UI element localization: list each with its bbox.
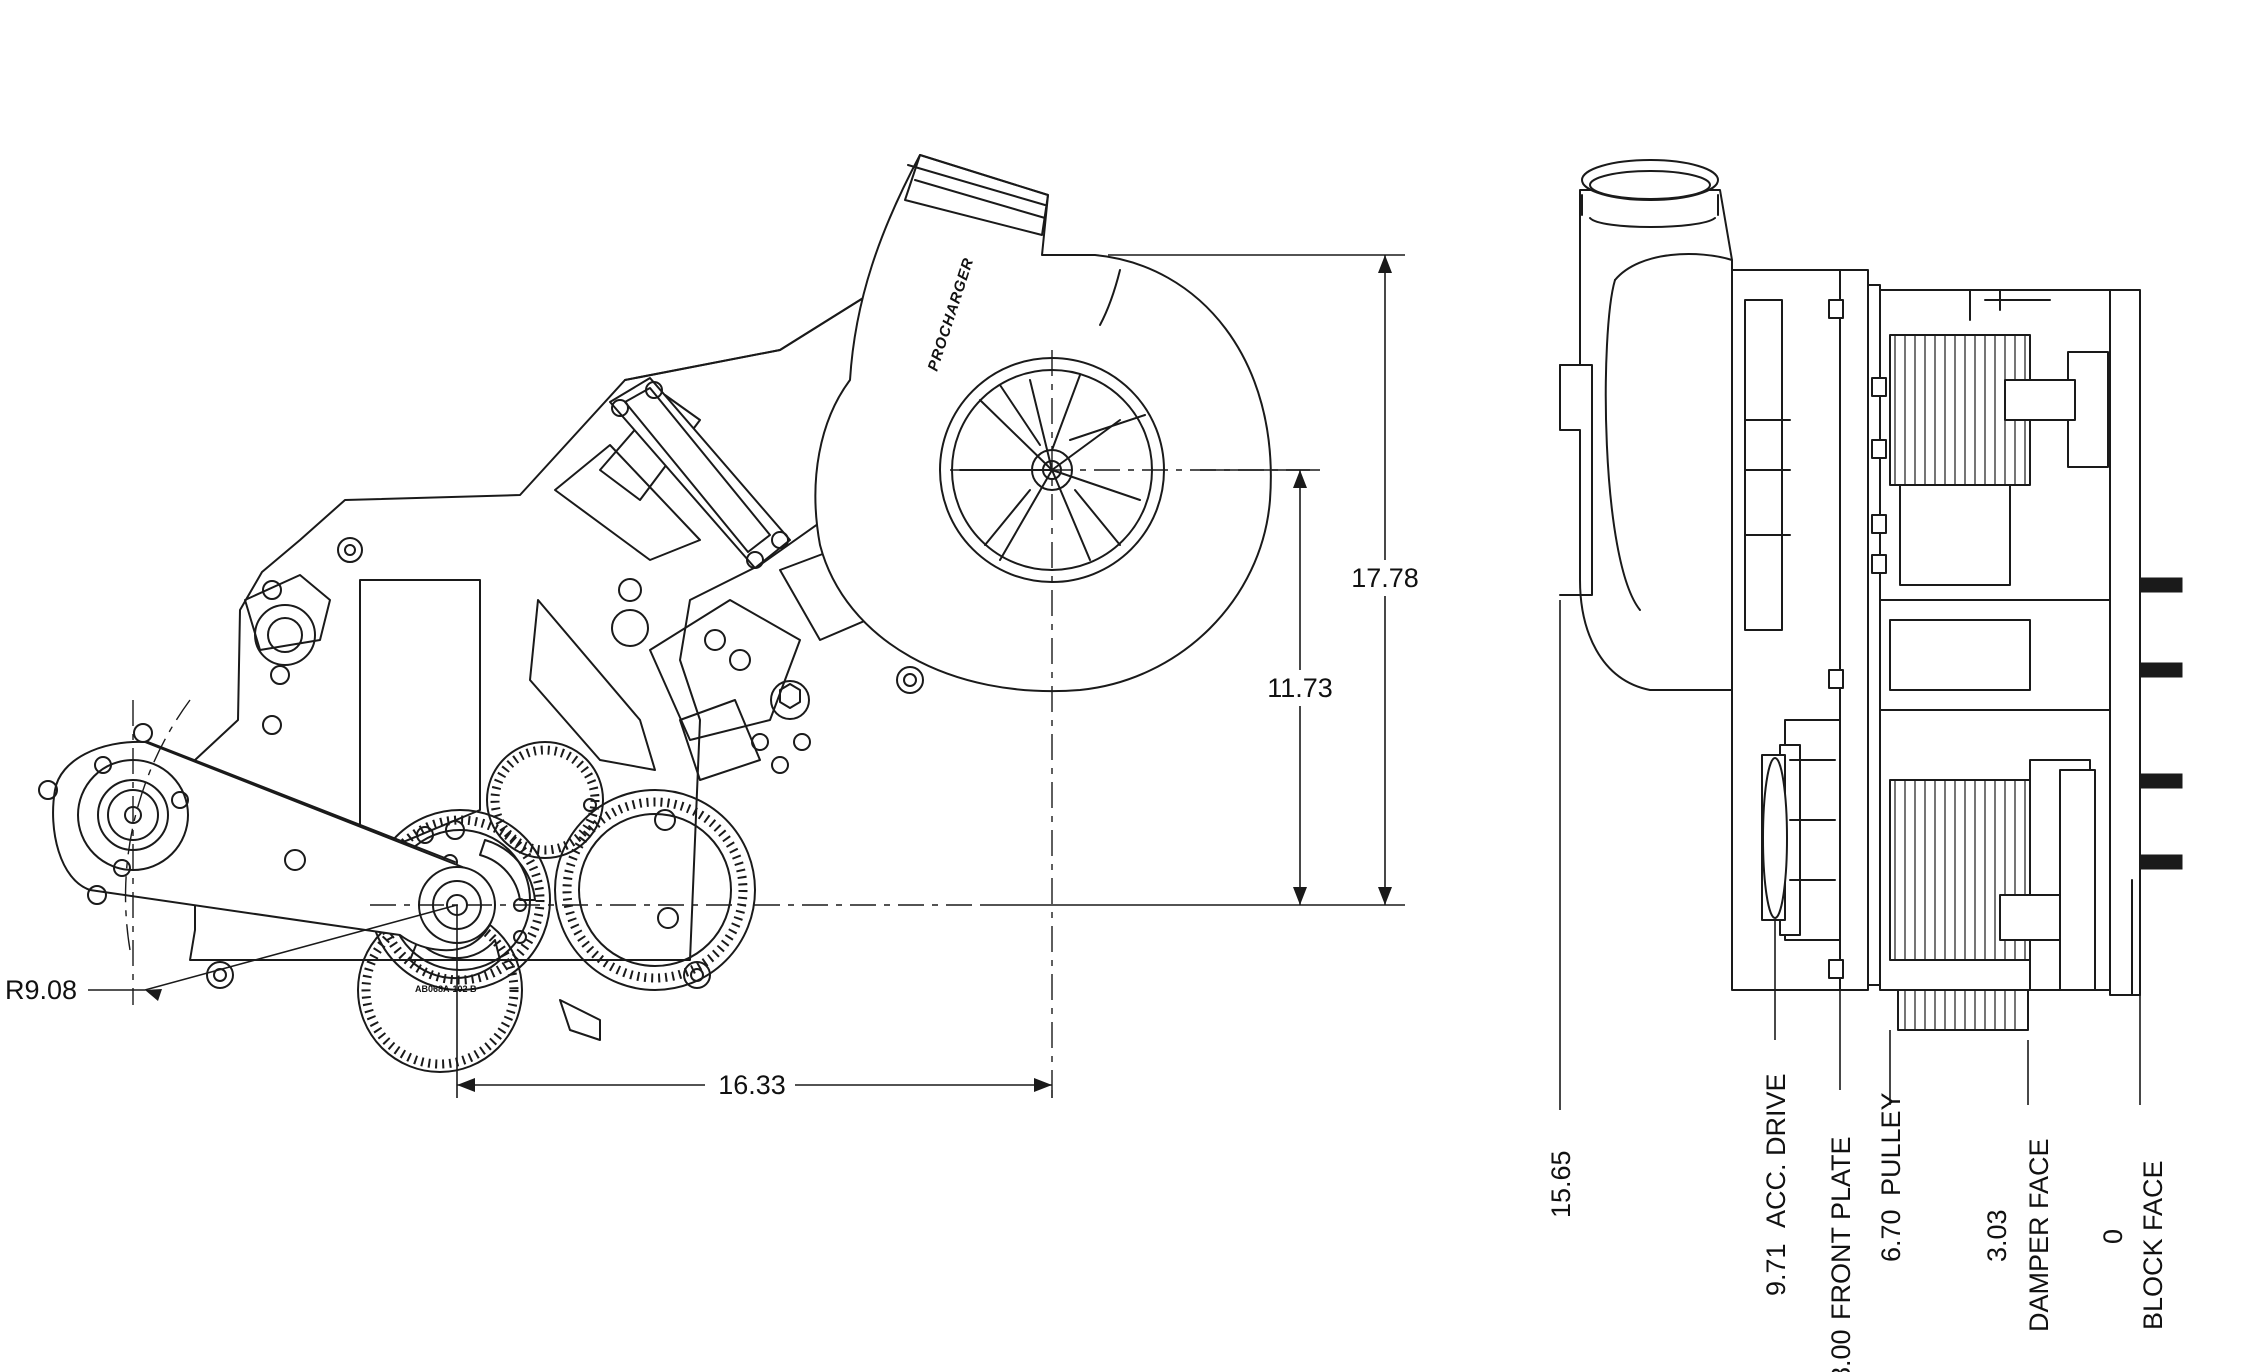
callout-pulley: 6.70 PULLEY — [1876, 1092, 1906, 1262]
svg-text:BLOCK FACE: BLOCK FACE — [2138, 1160, 2168, 1330]
side-view: 15.65 9.71 ACC. DRIVE 8.00 FRONT PLATE 6… — [1546, 159, 2183, 1372]
svg-text:R9.08: R9.08 — [5, 975, 77, 1005]
mount-cover — [649, 599, 801, 741]
svg-text:6.70: 6.70 — [1876, 1209, 1906, 1262]
tensioner-arc — [409, 939, 501, 980]
front-view: PROCHARGER 17.78 — [5, 154, 1425, 1102]
block-face-plate — [2109, 289, 2141, 996]
accessory-drive — [1761, 719, 1841, 941]
svg-text:DAMPER FACE: DAMPER FACE — [2024, 1138, 2054, 1332]
dimension-17-78: 17.78 — [980, 254, 1425, 906]
side-leaders — [1559, 600, 2141, 1110]
dimension-r9-08: R9.08 — [5, 904, 458, 1005]
svg-text:PULLEY: PULLEY — [1876, 1092, 1906, 1196]
svg-text:0: 0 — [2098, 1229, 2128, 1244]
dimension-16-33: 16.33 — [456, 905, 1053, 1102]
svg-text:FRONT PLATE: FRONT PLATE — [1826, 1136, 1856, 1320]
adjuster-slot — [479, 839, 536, 901]
svg-text:ACC. DRIVE: ACC. DRIVE — [1761, 1073, 1791, 1228]
dimension-11-73: 11.73 — [1200, 469, 1340, 905]
part-number: AB068A-102 B — [415, 984, 477, 994]
pulley-stack — [1879, 289, 2111, 1031]
svg-text:11.73: 11.73 — [1267, 673, 1333, 703]
callout-block-face: 0 BLOCK FACE — [2098, 1160, 2168, 1330]
svg-text:9.71: 9.71 — [1761, 1243, 1791, 1296]
inlet-scroll — [1559, 189, 1733, 691]
callout-damper-face: 3.03 DAMPER FACE — [1982, 1138, 2054, 1332]
svg-text:16.33: 16.33 — [718, 1070, 786, 1100]
svg-text:8.00: 8.00 — [1826, 1329, 1856, 1372]
svg-text:3.03: 3.03 — [1982, 1209, 2012, 1262]
callout-front-plate: 8.00 FRONT PLATE — [1826, 1136, 1856, 1372]
mount-studs — [2139, 577, 2183, 870]
svg-text:17.78: 17.78 — [1351, 563, 1419, 593]
callout-acc-drive: 9.71 ACC. DRIVE — [1761, 1073, 1791, 1296]
inlet-depth-label: 15.65 — [1546, 1150, 1576, 1218]
supercharger: PROCHARGER — [814, 154, 1272, 693]
plate-bolts — [1828, 299, 1887, 979]
strut — [609, 377, 791, 569]
